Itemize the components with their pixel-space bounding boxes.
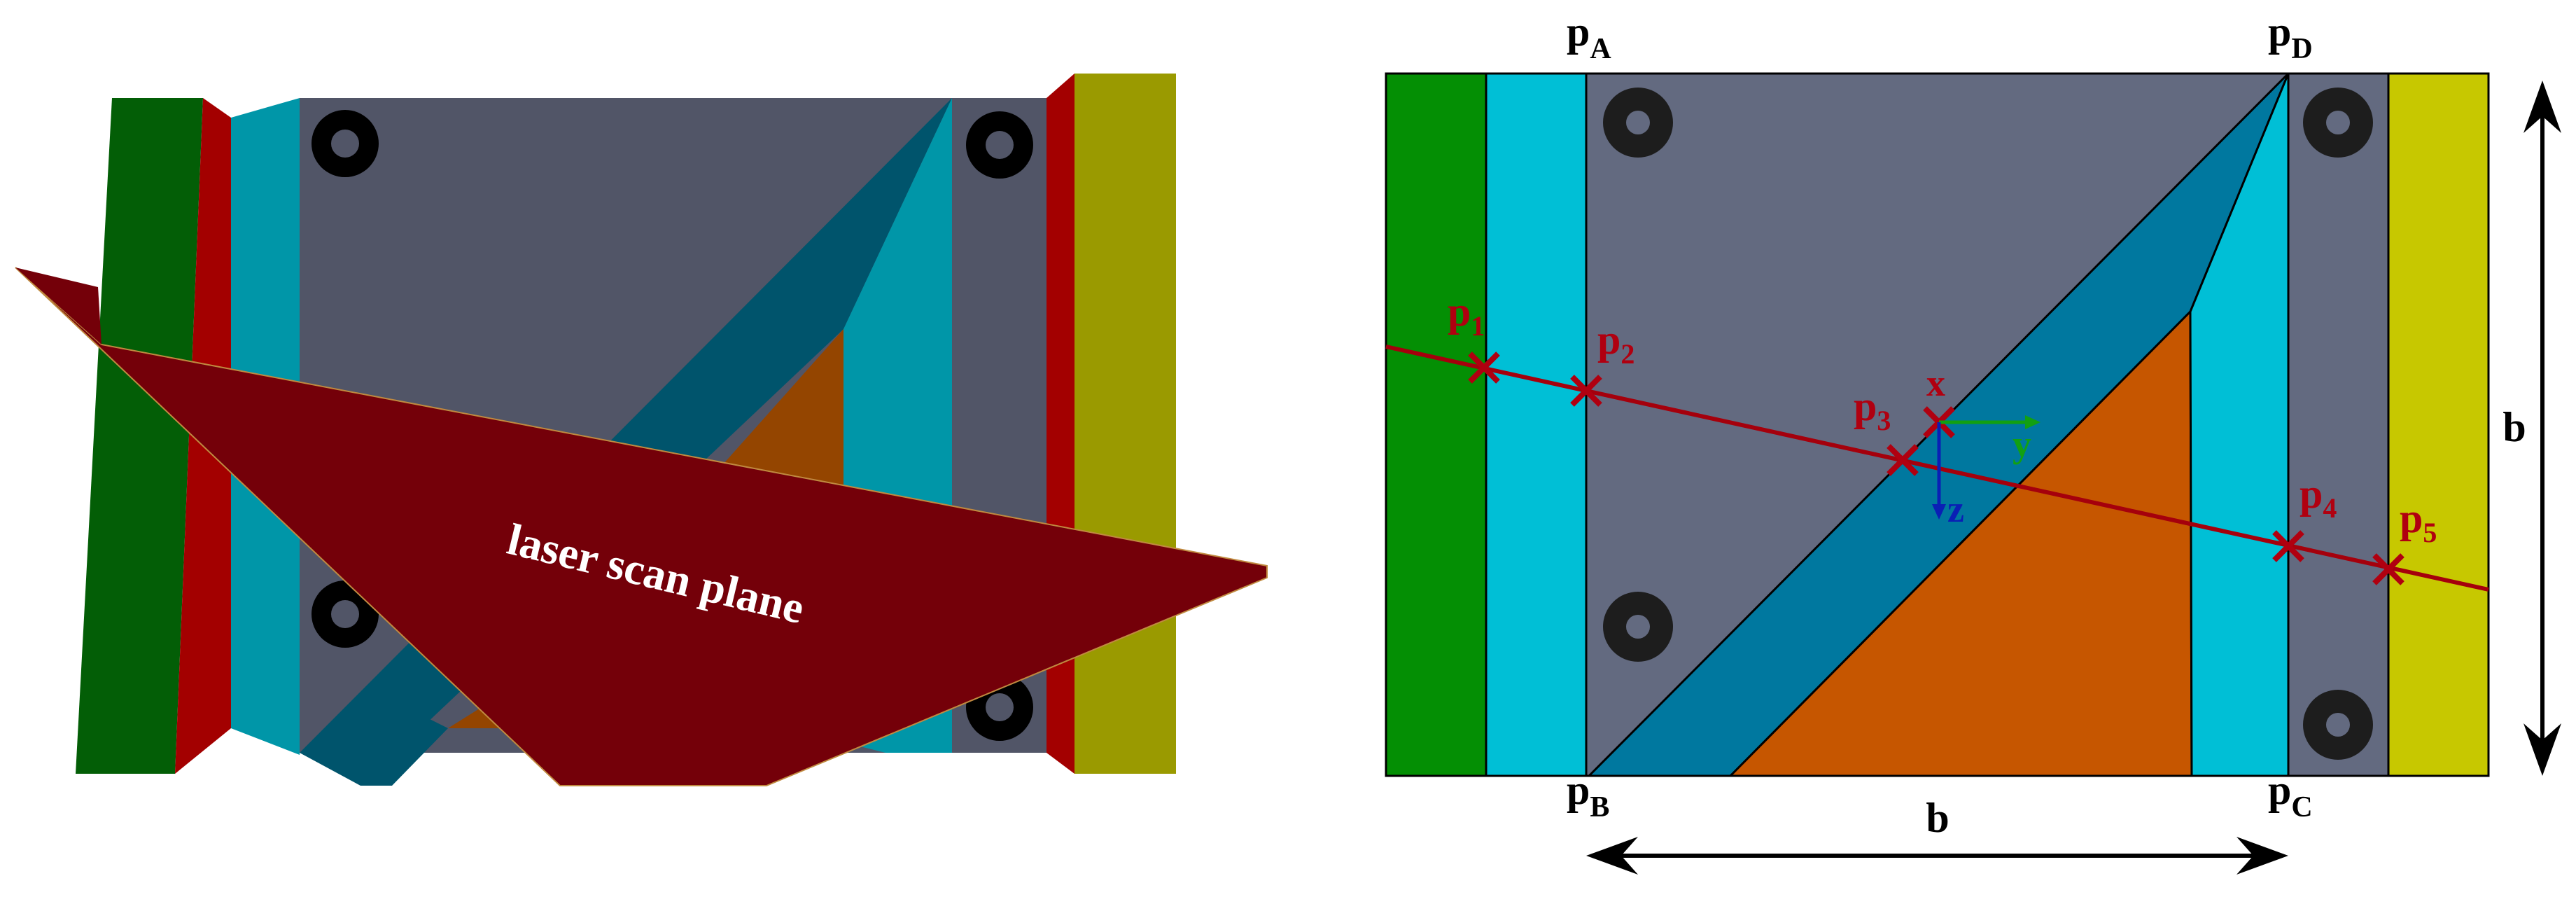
horizontal-dim-right-arrowhead <box>2236 837 2288 875</box>
height-dim-label: b <box>2502 404 2526 450</box>
label-p1: p1 <box>1448 288 1485 342</box>
dimension-horizontal: b <box>1586 795 2288 875</box>
local-axes: x y z <box>1926 362 2040 530</box>
right-hole-bottom-right-center <box>2326 713 2350 737</box>
width-dim-label: b <box>1926 795 1949 841</box>
left-hole-bottom-right-center <box>986 693 1014 721</box>
right-hole-bottom-left-center <box>1626 615 1650 639</box>
label-pB: pB <box>1567 767 1609 823</box>
left-right-red <box>1046 74 1074 774</box>
left-hole-top-left-center <box>331 130 359 158</box>
label-p5: p5 <box>2400 495 2437 548</box>
marker-p1 <box>1468 352 1500 384</box>
right-gray-strip <box>2287 72 2390 777</box>
right-yellow-plate <box>2387 72 2490 777</box>
right-hole-top-left-center <box>1626 111 1650 134</box>
left-blue-prism-lower <box>360 700 448 786</box>
laser-scan-plane-top <box>15 267 102 345</box>
left-3d-view: laser scan plane <box>15 74 1268 786</box>
marker-p4 <box>2272 530 2304 562</box>
left-olive-plate <box>1074 74 1176 774</box>
label-pD: pD <box>2268 8 2313 65</box>
marker-p3 <box>1886 444 1919 476</box>
corner-labels: pA pD pB pC <box>1567 8 2313 823</box>
right-hole-top-right-center <box>2326 111 2350 134</box>
left-hole-top-right-center <box>986 131 1014 159</box>
right-holes <box>1603 88 2373 760</box>
vertical-dim-bottom-arrowhead <box>2524 723 2561 776</box>
horizontal-dim-left-arrowhead <box>1586 837 1638 875</box>
y-axis-arrowhead <box>2025 415 2040 429</box>
y-axis-label: y <box>2012 423 2031 465</box>
left-green-plate <box>76 98 203 774</box>
label-pC: pC <box>2268 767 2313 823</box>
right-cyan-left <box>1485 72 1588 777</box>
z-axis-arrowhead <box>1932 504 1946 520</box>
vertical-dim-top-arrowhead <box>2524 81 2561 133</box>
marker-p2 <box>1570 375 1602 407</box>
right-green-plate <box>1385 72 1488 777</box>
dimension-vertical: b <box>2502 81 2561 776</box>
label-p4: p4 <box>2300 471 2337 524</box>
left-hole-bottom-left-center <box>331 600 359 628</box>
label-p3: p3 <box>1854 383 1891 436</box>
marker-p5 <box>2372 553 2404 585</box>
x-axis-label: x <box>1926 362 1945 404</box>
label-pA: pA <box>1567 8 1611 65</box>
right-2d-view: x y z p1 p2 p3 p4 p5 pA pD pB pC b <box>1385 8 2561 875</box>
point-labels: p1 p2 p3 p4 p5 <box>1448 288 2437 548</box>
label-p2: p2 <box>1597 317 1634 370</box>
z-axis-label: z <box>1947 488 1964 530</box>
